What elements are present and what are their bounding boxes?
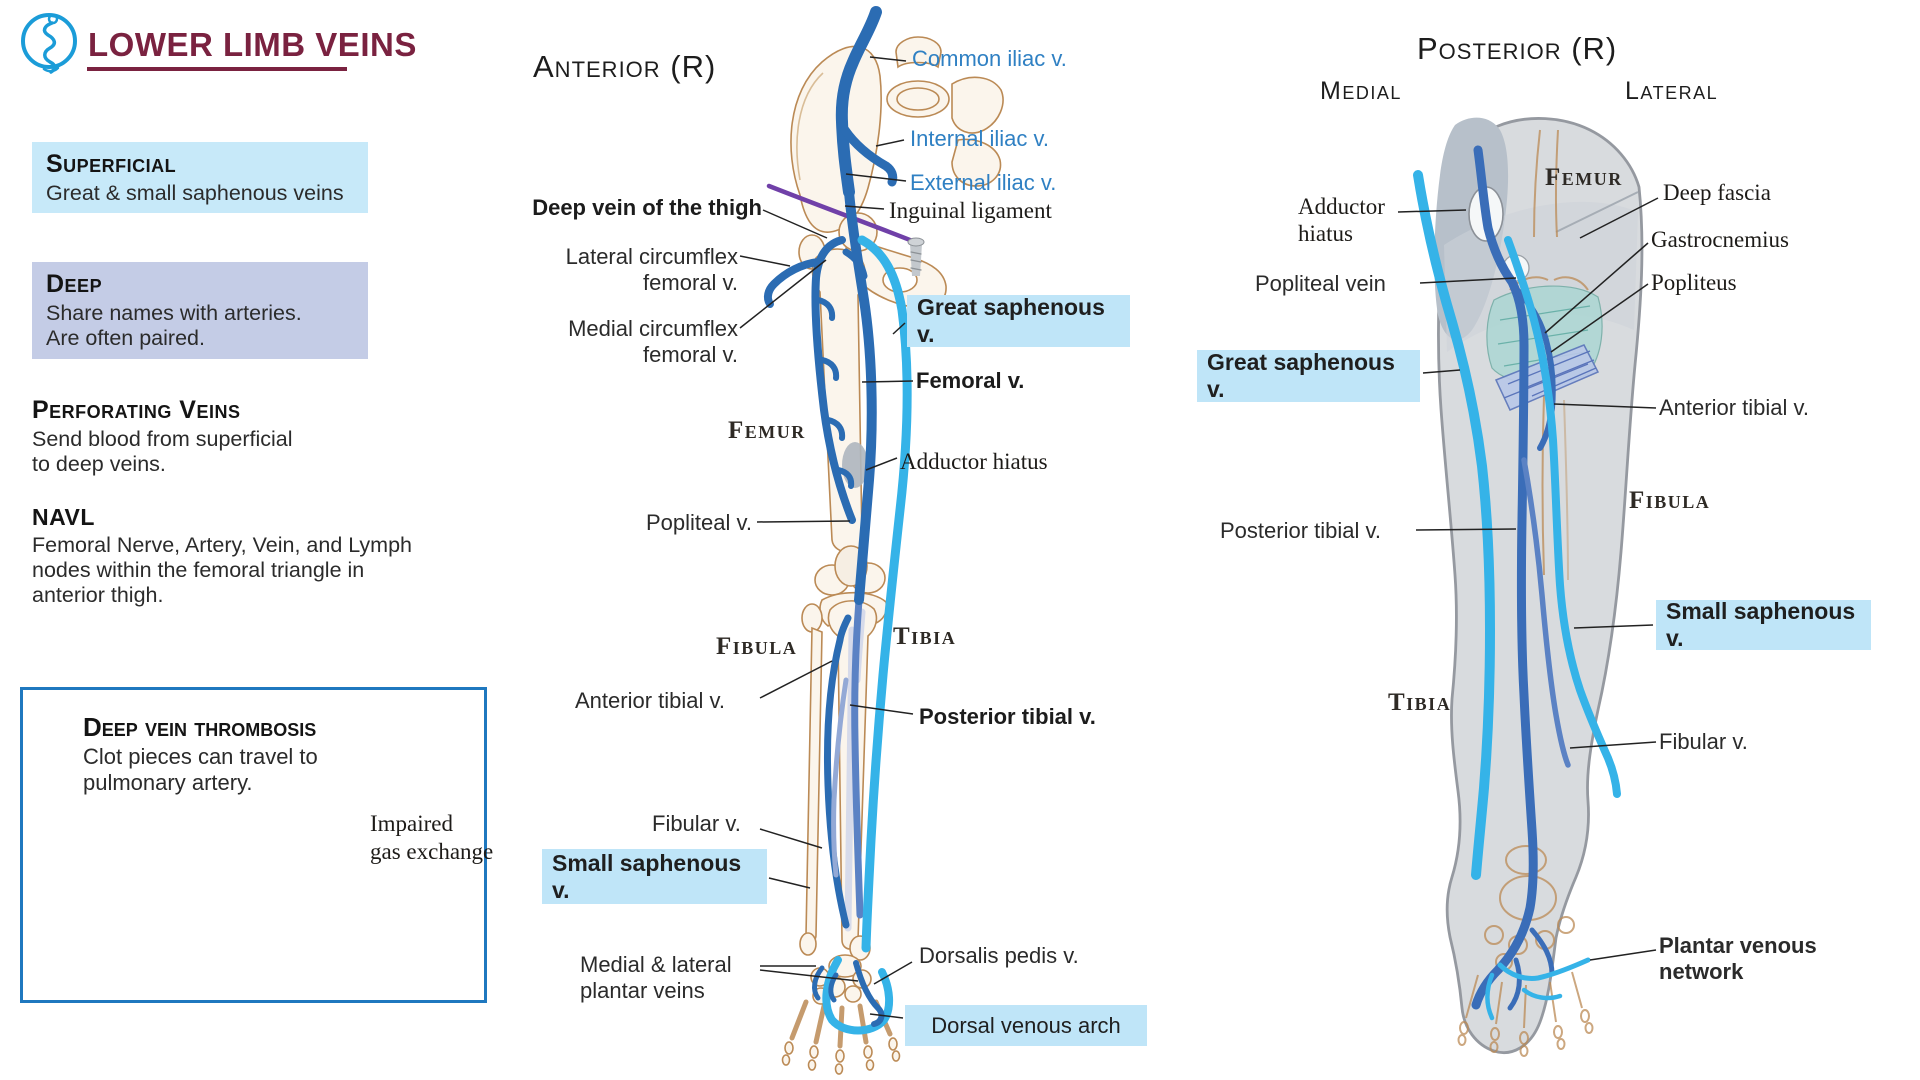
legend-perforating: Perforating Veins Send blood from superf… — [32, 388, 392, 485]
ghost-veins — [844, 608, 866, 932]
posterior-bones — [1457, 129, 1594, 1057]
label-adductor-hiatus-posterior: Adductor hiatus — [1298, 194, 1385, 247]
label-anterior-tibial-vein: Anterior tibial v. — [575, 688, 725, 713]
label-small-saphenous-vein-posterior-highlight: Small saphenous v. — [1656, 598, 1871, 651]
dvt-body: Clot pieces can travel to pulmonary arte… — [83, 744, 318, 795]
label-dorsal-venous-arch-highlight: Dorsal venous arch — [905, 1005, 1147, 1046]
legend-superficial: Superficial Great & small saphenous vein… — [32, 142, 368, 213]
legend-navl-body: Femoral Nerve, Artery, Vein, and Lymph n… — [32, 533, 412, 607]
adductor-hiatus-opening — [1468, 186, 1504, 242]
legend-navl-title: NAVL — [32, 504, 95, 530]
title-underline — [87, 67, 347, 71]
posterior-veins — [1413, 145, 1621, 1021]
label-femoral-vein: Femoral v. — [916, 368, 1025, 393]
label-tibia: Tibia — [893, 623, 957, 650]
gluteal-shadow — [1434, 117, 1509, 340]
legend-deep-body: Share names with arteries. Are often pai… — [46, 301, 302, 350]
label-anterior-tibial-vein-posterior: Anterior tibial v. — [1659, 395, 1809, 420]
anterior-veins — [763, 6, 925, 1035]
label-medial-circumflex-femoral-vein: Medial circumflex femoral v. — [568, 316, 738, 367]
label-fibula-posterior: Fibula — [1629, 487, 1711, 514]
label-posterior-tibial-vein: Posterior tibial v. — [919, 704, 1096, 729]
popliteal-fossa-muscles — [1486, 285, 1603, 411]
label-fibular-vein-posterior: Fibular v. — [1659, 729, 1748, 754]
page-title: LOWER LIMB VEINS — [88, 26, 417, 63]
posterior-medial-heading: Medial — [1320, 77, 1402, 105]
label-deep-vein-of-thigh: Deep vein of the thigh — [532, 195, 762, 220]
dvt-title: Deep vein thrombosis — [83, 712, 317, 742]
label-popliteal-vein-posterior: Popliteal vein — [1255, 271, 1386, 296]
legend-deep-title: Deep — [46, 270, 103, 298]
label-femur-posterior: Femur — [1545, 164, 1623, 191]
fixation-screw — [907, 237, 925, 276]
label-dorsalis-pedis-vein: Dorsalis pedis v. — [919, 943, 1079, 968]
legend-superficial-body: Great & small saphenous veins — [46, 181, 344, 205]
label-posterior-tibial-vein-posterior: Posterior tibial v. — [1220, 518, 1381, 543]
lung-caption: Impaired gas exchange — [370, 811, 494, 864]
label-common-iliac-vein: Common iliac v. — [912, 46, 1067, 71]
label-plantar-venous-network: Plantar venous network — [1659, 933, 1817, 984]
label-small-saphenous-vein-highlight: Small saphenous v. — [542, 849, 767, 904]
posterior-leg-illustration — [1397, 117, 1659, 1057]
label-deep-fascia: Deep fascia — [1663, 180, 1771, 205]
legend-deep: Deep Share names with arteries. Are ofte… — [32, 262, 368, 359]
posterior-panel-title: Posterior (R) — [1417, 31, 1618, 66]
label-external-iliac-vein: External iliac v. — [910, 170, 1057, 195]
label-adductor-hiatus: Adductor hiatus — [900, 449, 1048, 474]
label-gastrocnemius: Gastrocnemius — [1651, 227, 1789, 252]
anterior-panel-title: Anterior (R) — [533, 49, 717, 84]
label-femur: Femur — [728, 417, 806, 444]
label-great-saphenous-vein-posterior-highlight: Great saphenous v. — [1197, 349, 1420, 402]
label-inguinal-ligament: Inguinal ligament — [889, 198, 1052, 223]
legend-superficial-title: Superficial — [46, 150, 177, 178]
label-great-saphenous-vein-highlight: Great saphenous v. — [907, 294, 1130, 347]
label-fibular-vein: Fibular v. — [652, 811, 741, 836]
adductor-hiatus-marker — [842, 442, 868, 488]
label-medial-lateral-plantar-veins: Medial & lateral plantar veins — [580, 952, 732, 1003]
legend-perforating-title: Perforating Veins — [32, 396, 241, 424]
posterior-leader-lines — [1397, 197, 1659, 961]
asclepius-logo-icon — [21, 13, 77, 74]
dvt-callout-box — [20, 687, 487, 1003]
label-tibia-posterior: Tibia — [1388, 689, 1452, 716]
posterior-lateral-heading: Lateral — [1625, 77, 1719, 105]
legend-perforating-body: Send blood from superficial to deep vein… — [32, 427, 293, 476]
label-popliteus: Popliteus — [1651, 270, 1737, 295]
label-popliteal-vein: Popliteal v. — [646, 510, 752, 535]
label-fibula: Fibula — [716, 633, 798, 660]
label-internal-iliac-vein: Internal iliac v. — [910, 126, 1049, 151]
label-lateral-circumflex-femoral-vein: Lateral circumflex femoral v. — [565, 244, 738, 295]
leg-silhouette — [1437, 117, 1644, 1054]
legend-navl: NAVL Femoral Nerve, Artery, Vein, and Ly… — [32, 496, 512, 616]
